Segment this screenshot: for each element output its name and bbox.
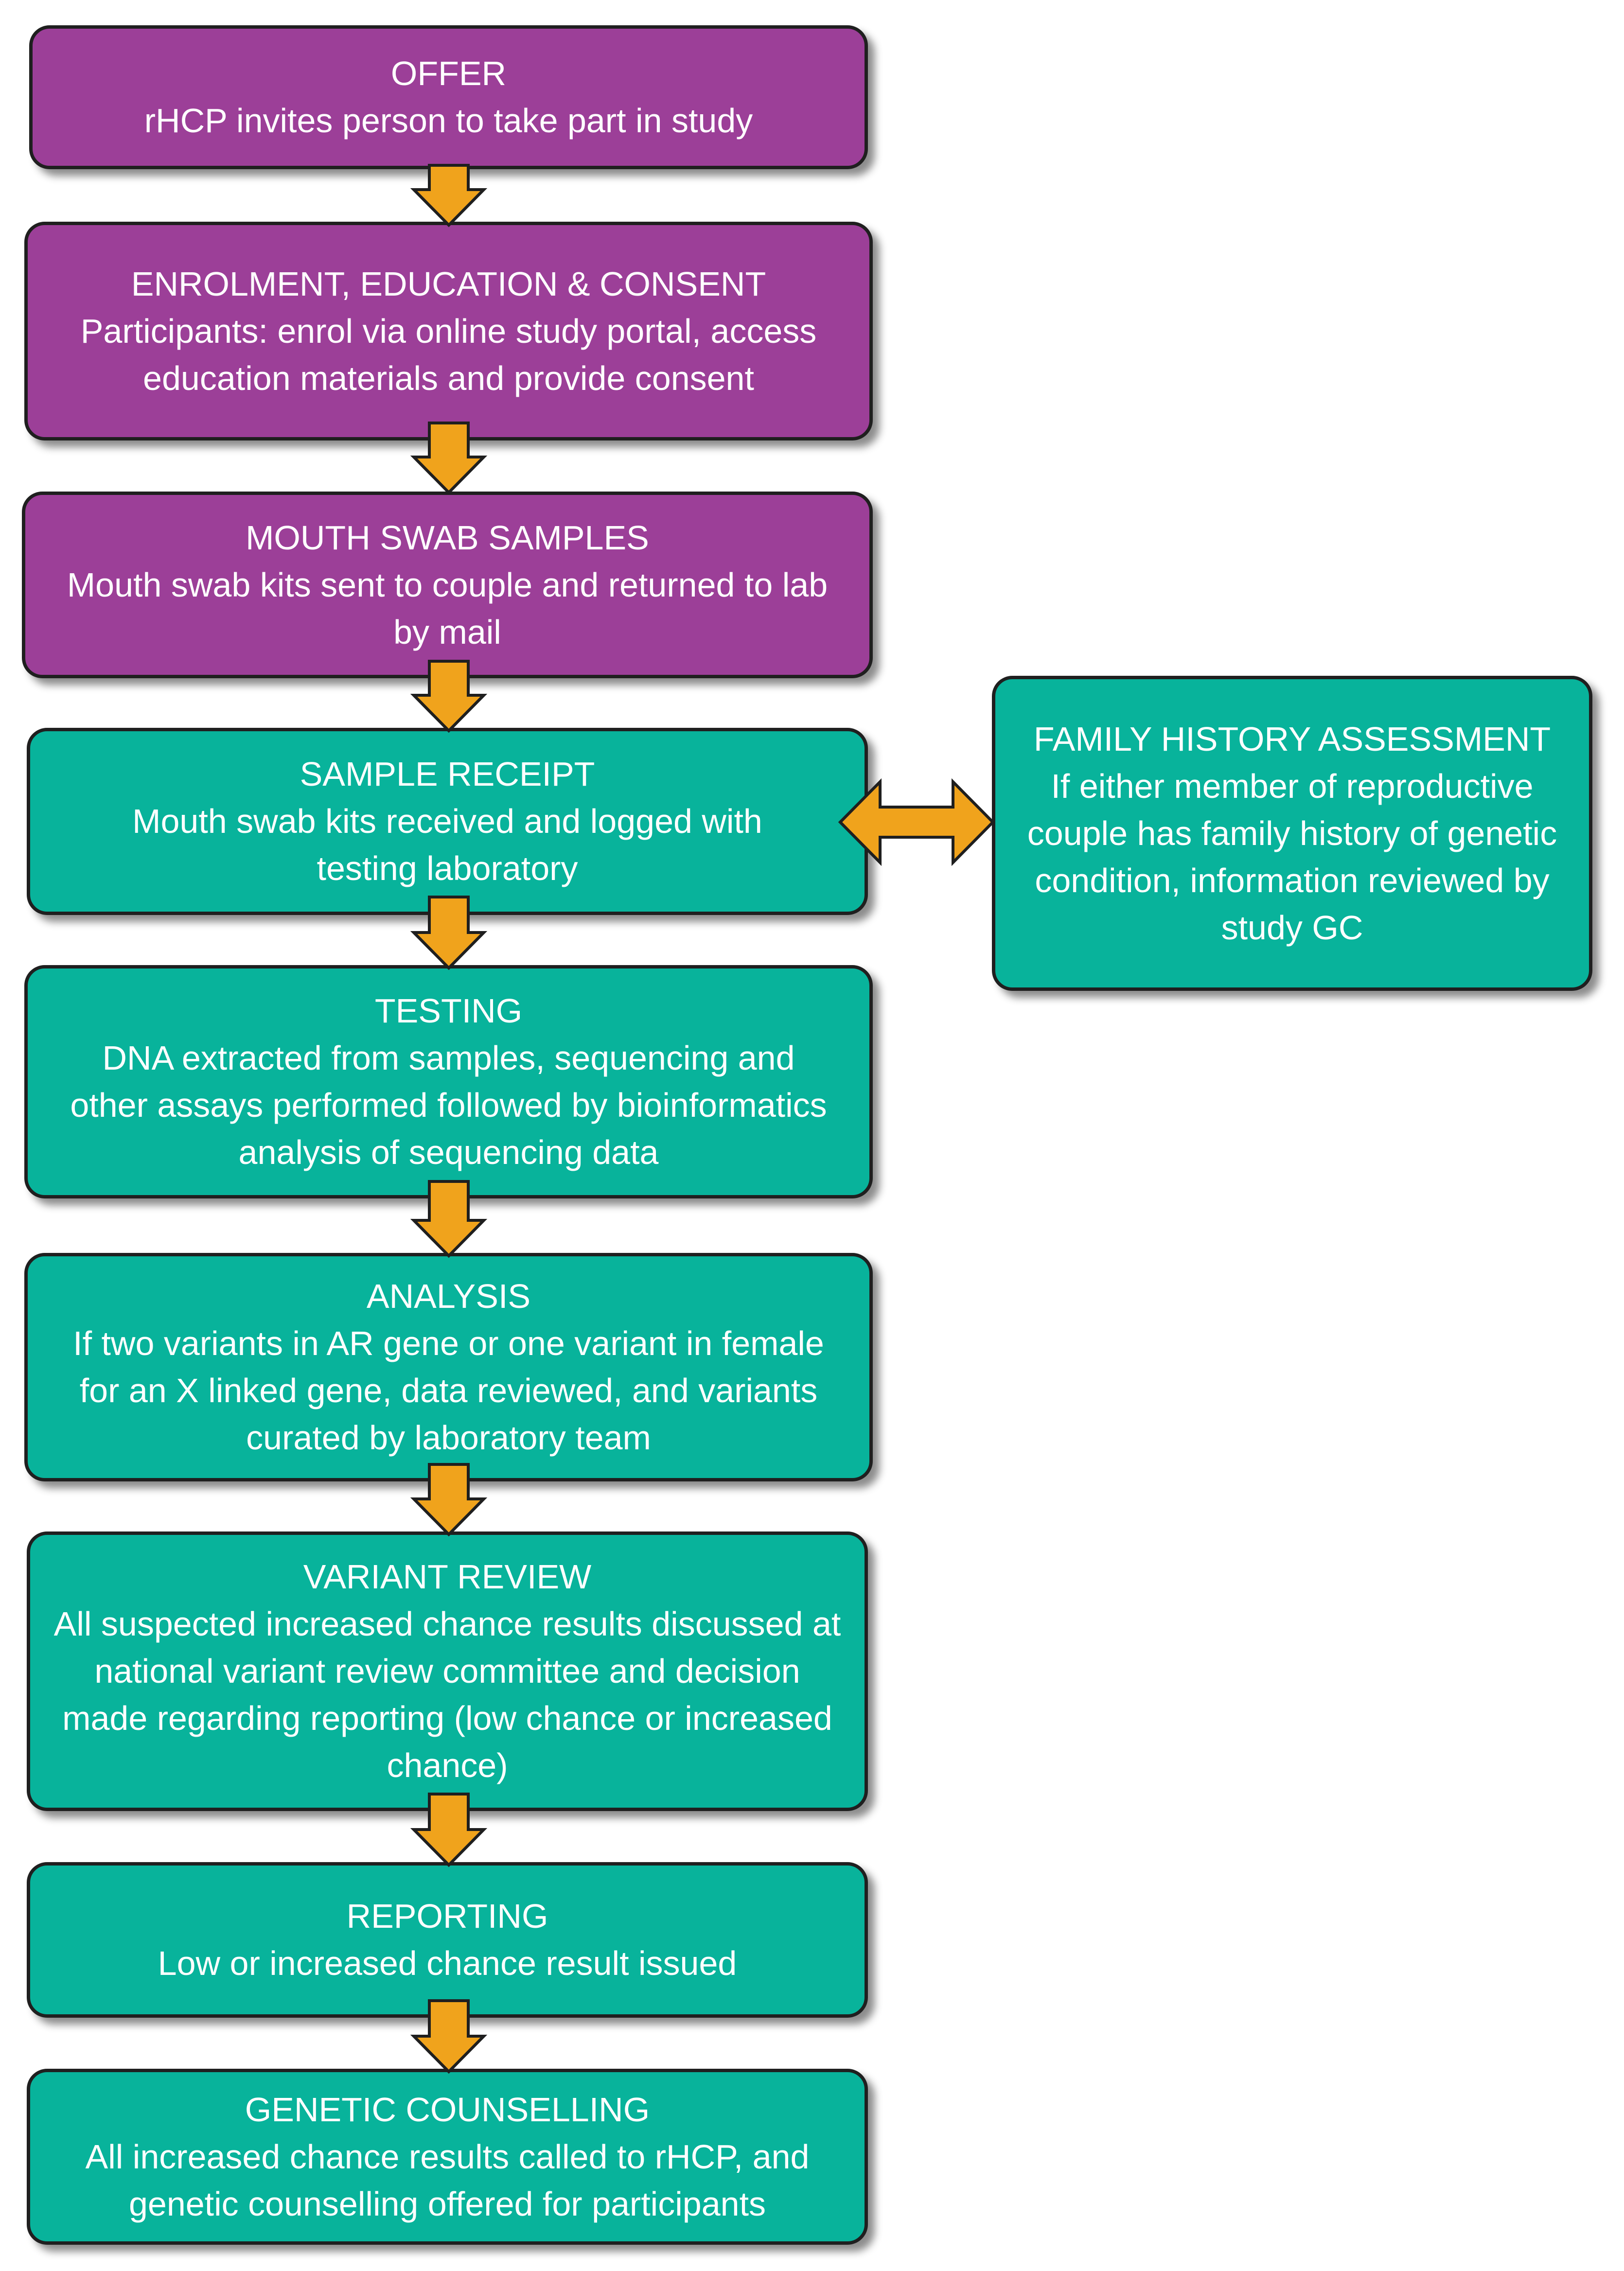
step-title: ANALYSIS	[366, 1277, 531, 1315]
down-arrow-variant-review-to-reporting	[410, 1793, 488, 1867]
step-title: VARIANT REVIEW	[303, 1558, 592, 1596]
down-arrow-reporting-to-genetic-counselling	[410, 1999, 488, 2074]
down-arrow-analysis-to-variant-review	[410, 1463, 488, 1537]
step-variant-review: VARIANT REVIEW All suspected increased c…	[27, 1532, 868, 1811]
step-description: Mouth swab kits sent to couple and retur…	[67, 565, 828, 651]
step-description: If two variants in AR gene or one varian…	[73, 1324, 824, 1457]
step-title: MOUTH SWAB SAMPLES	[246, 518, 649, 557]
step-description: All suspected increased chance results d…	[53, 1605, 841, 1784]
step-title: OFFER	[390, 54, 507, 92]
step-description: rHCP invites person to take part in stud…	[144, 102, 753, 140]
step-genetic-counselling: GENETIC COUNSELLING All increased chance…	[27, 2069, 868, 2245]
step-description: Mouth swab kits received and logged with…	[132, 802, 762, 887]
step-title: SAMPLE RECEIPT	[300, 755, 595, 793]
down-arrow-testing-to-analysis	[410, 1180, 488, 1258]
side-description: If either member of reproductive couple …	[1027, 767, 1557, 947]
step-description: Low or increased chance result issued	[158, 1944, 737, 1982]
step-title: GENETIC COUNSELLING	[245, 2090, 650, 2129]
step-family-history-assessment: FAMILY HISTORY ASSESSMENT If either memb…	[992, 676, 1592, 991]
step-offer: OFFER rHCP invites person to take part i…	[29, 25, 868, 169]
step-testing: TESTING DNA extracted from samples, sequ…	[24, 965, 873, 1198]
step-title: TESTING	[374, 992, 523, 1030]
step-description: All increased chance results called to r…	[85, 2137, 810, 2223]
step-title: ENROLMENT, EDUCATION & CONSENT	[131, 264, 766, 303]
step-description: Participants: enrol via online study por…	[80, 312, 817, 397]
down-arrow-sample-receipt-to-testing	[410, 896, 488, 970]
down-arrow-enrolment-to-mouth-swab	[410, 422, 488, 495]
step-reporting: REPORTING Low or increased chance result…	[27, 1862, 868, 2018]
side-title: FAMILY HISTORY ASSESSMENT	[1033, 720, 1551, 758]
step-title: REPORTING	[346, 1897, 548, 1935]
double-arrow-sample-receipt-family-history	[838, 778, 995, 866]
step-analysis: ANALYSIS If two variants in AR gene or o…	[24, 1253, 873, 1481]
down-arrow-offer-to-enrolment	[410, 164, 488, 228]
down-arrow-mouth-swab-to-sample-receipt	[410, 660, 488, 733]
step-mouth-swab-samples: MOUTH SWAB SAMPLES Mouth swab kits sent …	[22, 492, 873, 678]
step-description: DNA extracted from samples, sequencing a…	[70, 1039, 827, 1171]
